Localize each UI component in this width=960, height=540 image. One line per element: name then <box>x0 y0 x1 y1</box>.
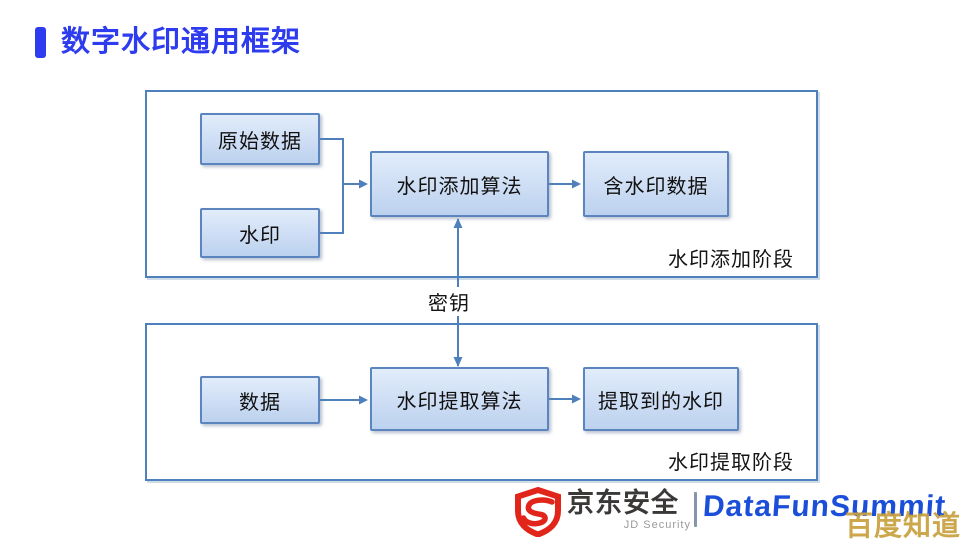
node-original-data: 原始数据 <box>200 113 320 165</box>
page-title: 数字水印通用框架 <box>61 26 302 58</box>
embed-phase-label: 水印添加阶段 <box>668 249 794 271</box>
jd-security-en: JD Security <box>623 519 691 531</box>
node-watermark: 水印 <box>200 208 320 258</box>
node-extracted-watermark: 提取到的水印 <box>583 367 739 431</box>
node-watermarked-data: 含水印数据 <box>583 151 729 217</box>
jd-security-cn: 京东安全 <box>567 488 679 518</box>
extract-phase-label: 水印提取阶段 <box>668 452 794 474</box>
node-extract-algorithm: 水印提取算法 <box>370 367 549 431</box>
node-data: 数据 <box>200 376 320 424</box>
node-embed-algorithm: 水印添加算法 <box>370 151 549 217</box>
logo-separator <box>694 492 697 527</box>
footer-logos: 京东安全 JD Security DataFunSummit 百度知道 <box>0 484 960 540</box>
baidu-zhidao-watermark: 百度知道 <box>845 510 960 540</box>
jd-shield-icon <box>515 487 561 537</box>
key-label: 密钥 <box>418 287 480 316</box>
title-row: 数字水印通用框架 <box>35 27 301 58</box>
jd-security-wordmark: 京东安全 JD Security <box>567 488 691 532</box>
title-accent-bar <box>35 27 46 58</box>
